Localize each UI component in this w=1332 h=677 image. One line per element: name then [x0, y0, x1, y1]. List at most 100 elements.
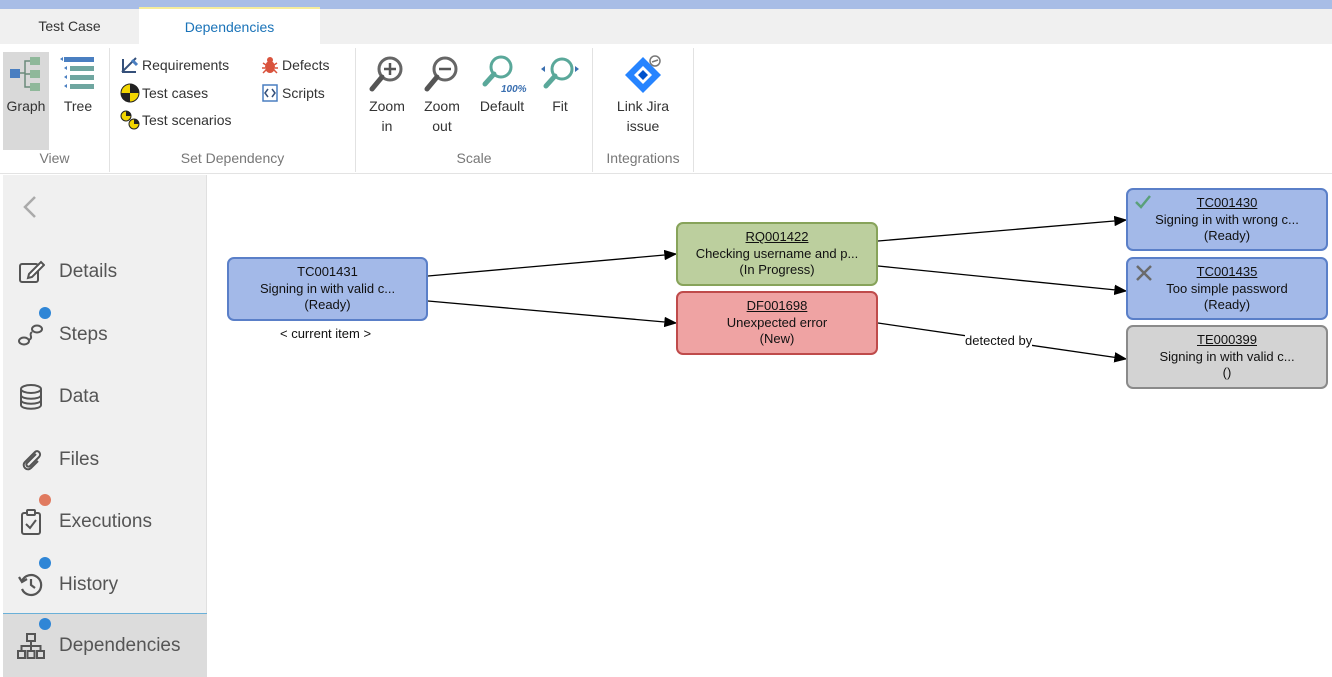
script-icon — [262, 84, 278, 102]
sidebar-item-label: Details — [59, 261, 118, 282]
graph-node-execution[interactable]: TE000399 Signing in with valid c... () — [1126, 325, 1328, 389]
graph-node-tc001430[interactable]: TC001430 Signing in with wrong c... (Rea… — [1126, 188, 1328, 251]
node-status: (Ready) — [304, 297, 351, 312]
current-item-caption: < current item > — [280, 326, 372, 341]
edge-current-to-defect — [427, 300, 678, 328]
tab-bar: Test Case Dependencies — [0, 7, 1332, 44]
history-badge — [39, 557, 51, 569]
steps-badge — [39, 307, 51, 319]
node-id-link[interactable]: TC001435 — [1196, 264, 1258, 279]
history-icon — [18, 573, 43, 597]
test-scenarios-icon — [120, 110, 140, 130]
integrations-group: Link Jira issue Integrations — [593, 48, 694, 172]
sidebar-item-executions[interactable]: Executions — [3, 491, 207, 553]
node-id-link[interactable]: DF001698 — [746, 298, 808, 313]
sidebar-item-label: Data — [59, 386, 100, 407]
tree-label: Tree — [63, 98, 93, 114]
node-status: (Ready) — [1203, 297, 1251, 312]
zoom-default-icon: 100% — [474, 52, 530, 96]
edit-icon — [19, 260, 45, 283]
ribbon: Graph Tree View Requirements Test cas — [0, 44, 1332, 174]
edge-requirement-to-tc001430 — [877, 215, 1128, 242]
node-title: Checking username and p... — [695, 245, 859, 261]
tab-dependencies[interactable]: Dependencies — [139, 7, 320, 44]
node-id-link[interactable]: RQ001422 — [745, 229, 809, 244]
scale-group-label: Scale — [456, 150, 492, 166]
defects-label: Defects — [282, 57, 330, 73]
bug-icon — [262, 57, 278, 74]
svg-text:100%: 100% — [501, 84, 527, 94]
sidebar-item-label: Files — [59, 449, 100, 470]
hierarchy-icon — [17, 632, 45, 659]
zoom-in-label-1: Zoom — [369, 98, 405, 114]
tree-view-button[interactable]: Tree — [54, 52, 102, 116]
sidebar-item-dependencies[interactable]: Dependencies — [3, 613, 207, 677]
zoom-fit-icon — [536, 52, 584, 96]
view-group: Graph Tree View — [0, 48, 110, 172]
chevron-left-icon — [23, 196, 36, 218]
test-cases-button[interactable]: Test cases — [120, 81, 208, 105]
sidebar-item-label: Dependencies — [59, 634, 181, 656]
link-jira-label-1: Link Jira — [616, 98, 670, 114]
node-title: Signing in with valid c... — [259, 280, 396, 296]
node-title: Signing in with valid c... — [1159, 348, 1295, 364]
dependencies-badge — [39, 617, 51, 630]
collapse-sidebar-button[interactable] — [19, 193, 41, 226]
steps-icon — [18, 324, 43, 346]
fit-label: Fit — [552, 98, 568, 114]
edge-label-detected-by: detected by — [965, 333, 1033, 348]
graph-view-button[interactable]: Graph — [3, 52, 49, 150]
clipboard-check-icon — [21, 509, 41, 535]
top-accent-bar — [0, 0, 1332, 9]
set-dependency-group: Requirements Test cases Test scenarios D… — [110, 48, 356, 172]
sidebar-item-label: Steps — [59, 324, 108, 345]
sidebar: Details Steps Data Files Executions Hist… — [3, 175, 207, 677]
zoom-fit-button[interactable]: Fit — [536, 52, 584, 116]
database-icon — [20, 384, 42, 410]
sidebar-item-label: History — [59, 574, 119, 595]
scale-group: Zoom in Zoom out 100% Default Fit Scale — [356, 48, 593, 172]
sidebar-item-details[interactable]: Details — [3, 241, 207, 303]
graph-node-current[interactable]: TC001431 Signing in with valid c... (Rea… — [227, 257, 428, 321]
node-status: (In Progress) — [739, 262, 815, 277]
node-title: Signing in with wrong c... — [1155, 211, 1299, 227]
zoom-in-label-2: in — [381, 118, 393, 134]
view-group-label: View — [39, 150, 70, 166]
sidebar-item-files[interactable]: Files — [3, 429, 207, 491]
node-id-link[interactable]: TC001430 — [1196, 195, 1258, 210]
sidebar-item-steps[interactable]: Steps — [3, 304, 207, 366]
scripts-button[interactable]: Scripts — [260, 81, 325, 105]
zoom-out-button[interactable]: Zoom out — [419, 52, 465, 136]
failed-x-icon — [1136, 265, 1152, 281]
zoom-in-icon — [364, 52, 410, 96]
dependency-graph-canvas[interactable]: TC001431 Signing in with valid c... (Rea… — [207, 175, 1332, 677]
defects-button[interactable]: Defects — [260, 53, 329, 77]
node-id-link[interactable]: TE000399 — [1197, 332, 1257, 347]
node-status: (Ready) — [1203, 228, 1251, 243]
node-status: () — [1222, 365, 1232, 380]
tree-icon — [54, 52, 102, 96]
sidebar-item-label: Executions — [59, 511, 152, 532]
graph-node-defect[interactable]: DF001698 Unexpected error (New) — [676, 291, 878, 355]
paperclip-icon — [22, 450, 42, 471]
executions-badge — [39, 494, 51, 506]
graph-node-requirement[interactable]: RQ001422 Checking username and p... (In … — [676, 222, 878, 286]
zoom-out-icon — [419, 52, 465, 96]
default-label: Default — [479, 98, 525, 114]
test-scenarios-label: Test scenarios — [142, 112, 232, 128]
passed-check-icon — [1135, 195, 1151, 209]
graph-node-tc001435[interactable]: TC001435 Too simple password (Ready) — [1126, 257, 1328, 320]
link-jira-issue-button[interactable]: Link Jira issue — [601, 52, 685, 136]
edge-current-to-requirement — [427, 249, 678, 277]
test-cases-icon — [120, 83, 140, 103]
node-title: Too simple password — [1166, 280, 1288, 296]
sidebar-item-history[interactable]: History — [3, 554, 207, 616]
requirements-icon — [121, 57, 139, 73]
node-title: Unexpected error — [726, 314, 828, 330]
tab-test-case[interactable]: Test Case — [38, 18, 101, 34]
requirements-button[interactable]: Requirements — [120, 53, 229, 77]
zoom-in-button[interactable]: Zoom in — [364, 52, 410, 136]
zoom-default-button[interactable]: 100% Default — [474, 52, 530, 116]
test-scenarios-button[interactable]: Test scenarios — [120, 108, 231, 132]
sidebar-item-data[interactable]: Data — [3, 366, 207, 428]
